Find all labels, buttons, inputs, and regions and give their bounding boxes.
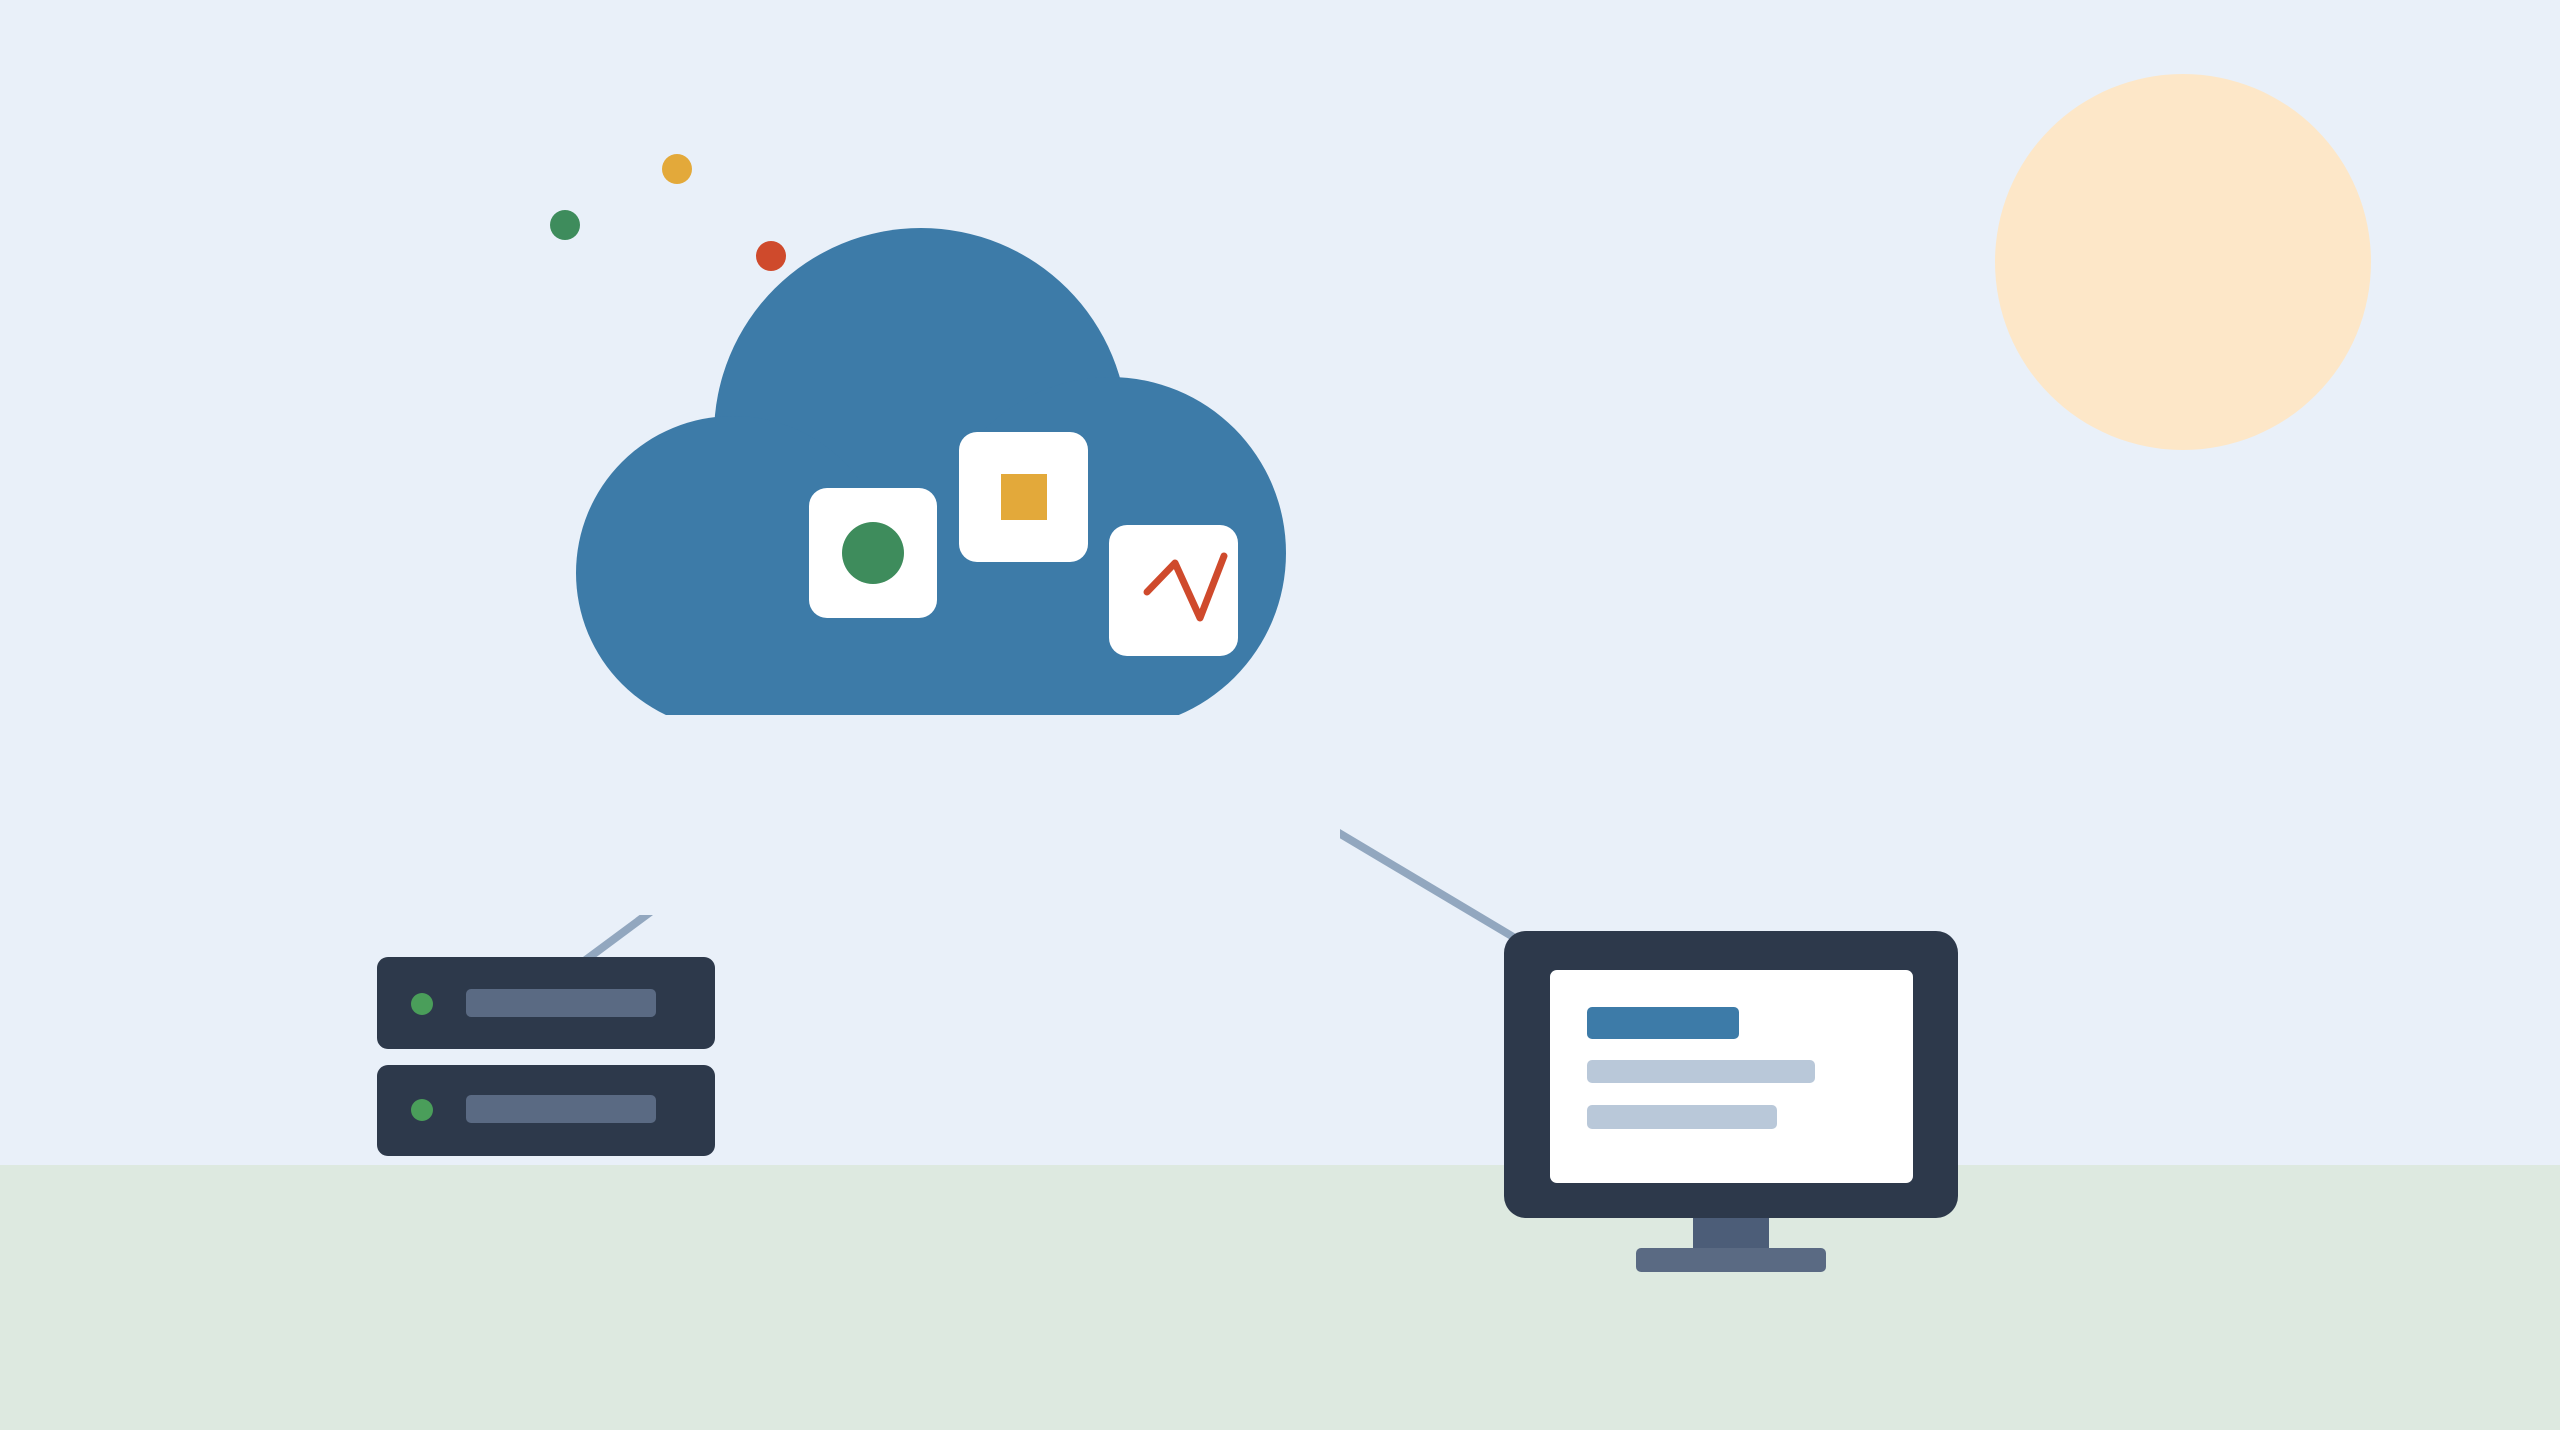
square-tile — [959, 432, 1088, 562]
status-indicator-icon — [411, 993, 433, 1015]
server-unit-bottom — [377, 1065, 715, 1156]
monitor-stand — [1693, 1214, 1769, 1250]
status-indicator-icon — [411, 1099, 433, 1121]
bottom-strip — [0, 1430, 2560, 1447]
red-dot — [756, 241, 786, 271]
screen-bar-title — [1587, 1007, 1739, 1039]
circle-tile — [809, 488, 937, 618]
circle-icon — [842, 522, 904, 584]
sun-circle — [1995, 74, 2371, 450]
desktop-monitor — [1504, 931, 1958, 1272]
square-icon — [1001, 474, 1047, 520]
drive-slot — [466, 989, 656, 1017]
monitor-base — [1636, 1248, 1826, 1272]
trend-line-icon — [1143, 552, 1228, 622]
ground-band — [0, 1165, 2560, 1430]
drive-slot — [466, 1095, 656, 1123]
server-unit-top — [377, 957, 715, 1049]
yellow-dot — [662, 154, 692, 184]
screen-bar-line — [1587, 1060, 1815, 1083]
server-stack — [377, 957, 715, 1156]
screen-bar-line — [1587, 1105, 1777, 1129]
green-dot — [550, 210, 580, 240]
chart-tile — [1109, 525, 1238, 656]
